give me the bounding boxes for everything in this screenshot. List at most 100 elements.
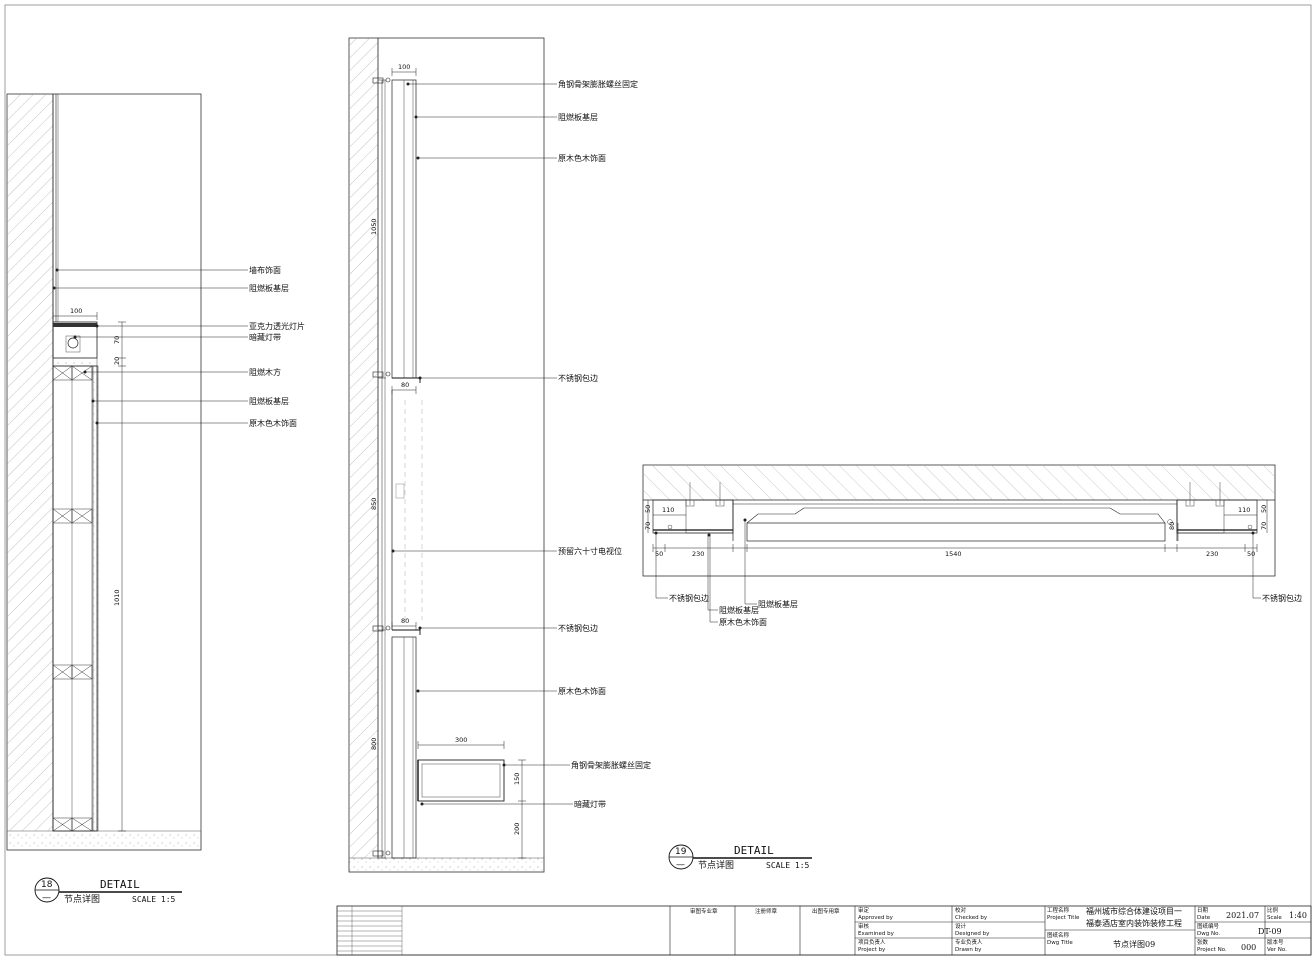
label-acrylic-panel: 亚克力透光灯片 — [249, 321, 305, 331]
dim-300: 300 — [455, 736, 467, 744]
dim-c-80: 80 — [1168, 522, 1176, 530]
dim-80-bottom: 80 — [401, 617, 409, 625]
dim-1050: 1050 — [370, 218, 378, 235]
tb-date-en: Date — [1197, 915, 1211, 921]
tb-project-title-en: Project Title — [1047, 915, 1080, 921]
tb-dwg-title-cn: 图纸名称 — [1047, 931, 1070, 939]
label-19-tv-reserve: 预留六十寸电视位 — [558, 546, 622, 556]
label-19-steel-frame: 角钢骨架膨胀螺丝固定 — [558, 79, 638, 89]
tag-19-name: 节点详图 — [698, 859, 734, 871]
dim-100: 100 — [70, 307, 82, 315]
ceiling-slab-hatch — [643, 465, 1275, 500]
label-fr-board-1: 阻燃板基层 — [249, 283, 289, 293]
dim-c-1540: 1540 — [945, 550, 962, 558]
tb-review-seal: 审图专业章 — [690, 907, 718, 915]
tb-registered-seal: 注册师章 — [755, 907, 778, 915]
label-c-ss-edge-left: 不锈钢包边 — [669, 593, 709, 603]
title-block: 审图专业章 注册师章 出图专用章 审定 Approved by 校对 Check… — [336, 905, 1312, 956]
tb-drawn-cn: 专业负责人 — [955, 938, 983, 946]
tb-scale-cn: 比例 — [1267, 906, 1279, 914]
dim-c-r70v: 70 — [1260, 522, 1268, 530]
dim-80-top: 80 — [401, 381, 409, 389]
dim-c-l50: 50 — [644, 505, 652, 513]
tb-approved-en: Approved by — [858, 915, 894, 921]
tb-ver-cn: 版本号 — [1267, 938, 1284, 946]
label-hidden-led: 暗藏灯带 — [249, 332, 281, 342]
light-box — [52, 321, 98, 359]
detail-19: 100 1050 80 850 80 800 300 150 200 角钢骨架膨… — [348, 37, 812, 873]
tb-sheetno-value: 000 — [1241, 943, 1256, 952]
anchor-bolts — [372, 77, 391, 857]
dim-1010: 1010 — [113, 589, 121, 606]
tag-18-scale: SCALE 1:5 — [132, 895, 176, 904]
tb-checked-cn: 校对 — [955, 906, 967, 914]
tb-sheetno-en: Project No. — [1197, 947, 1227, 953]
dim-150: 150 — [513, 773, 521, 785]
tb-sheetno-cn: 张数 — [1197, 938, 1209, 946]
tb-project-title-cn: 工程名称 — [1047, 906, 1070, 914]
tb-date-value: 2021.07 — [1226, 911, 1259, 920]
tb-approved-cn: 审定 — [858, 906, 870, 914]
label-wallcovering: 墙布饰面 — [249, 265, 281, 275]
label-19-veneer-bottom: 原木色木饰面 — [558, 686, 606, 696]
detail-18: 100 70 20 1010 墙布饰面 阻燃板基层 亚克力透光灯片 暗藏灯带 阻… — [6, 93, 305, 905]
ceiling-panel — [746, 522, 1166, 542]
label-19-fr-board: 阻燃板基层 — [558, 112, 598, 122]
detail-18-tag: 18 — DETAIL 节点详图 SCALE 1:5 — [34, 877, 182, 905]
label-19-veneer-top: 原木色木饰面 — [558, 153, 606, 163]
tag-19-title: DETAIL — [734, 844, 774, 857]
label-fr-board-2: 阻燃板基层 — [249, 396, 289, 406]
dim-19-100: 100 — [398, 63, 410, 71]
tb-dwgno-cn: 图纸编号 — [1197, 922, 1220, 930]
dim-c-l70: 70 — [644, 522, 652, 530]
tb-dwgno-value: DT-09 — [1258, 927, 1282, 936]
dim-c-r110: 110 — [1238, 506, 1250, 514]
tb-examined-cn: 审核 — [858, 922, 870, 930]
tag-18-sub: — — [42, 893, 51, 903]
label-wood-veneer: 原木色木饰面 — [249, 418, 297, 428]
dim-c-l230: 230 — [692, 550, 704, 558]
label-19-steel-frame-2: 角钢骨架膨胀螺丝固定 — [571, 760, 651, 770]
label-fr-timber: 阻燃木方 — [249, 367, 281, 377]
label-19-ss-edge-top: 不锈钢包边 — [558, 373, 598, 383]
label-c-veneer: 原木色木饰面 — [719, 617, 767, 627]
label-c-fr-board-2: 阻燃板基层 — [758, 599, 798, 609]
tag-18-number: 18 — [41, 880, 53, 890]
dim-850: 850 — [370, 498, 378, 510]
label-c-fr-board-1: 阻燃板基层 — [719, 605, 759, 615]
detail-19-tag: 19 — DETAIL 节点详图 SCALE 1:5 — [668, 844, 812, 871]
dim-c-r50: 50 — [1247, 550, 1255, 558]
tb-projectby-cn: 项目负责人 — [858, 938, 886, 946]
tb-drawn-en: Drawn by — [955, 947, 982, 953]
floor-slab — [6, 830, 202, 851]
dim-c-r50v: 50 — [1260, 505, 1268, 513]
tag-19-number: 19 — [675, 847, 687, 857]
label-19-hidden-led: 暗藏灯带 — [574, 799, 606, 809]
label-c-ss-edge-right: 不锈钢包边 — [1262, 593, 1302, 603]
tag-18-title: DETAIL — [100, 878, 140, 891]
dim-70: 70 — [113, 336, 121, 344]
dim-800: 800 — [370, 738, 378, 750]
tb-date-cn: 日期 — [1197, 907, 1209, 914]
tb-dwgno-en: Dwg No. — [1197, 931, 1220, 937]
tb-designed-en: Designed by — [955, 931, 990, 937]
tb-checked-en: Checked by — [955, 915, 988, 921]
dim-c-l50b: 50 — [655, 550, 663, 558]
tb-designed-cn: 设计 — [955, 922, 967, 930]
label-19-ss-edge-bottom: 不锈钢包边 — [558, 623, 598, 633]
dim-c-l110: 110 — [662, 506, 674, 514]
dim-20: 20 — [113, 357, 121, 365]
wall-hatch-19 — [349, 38, 378, 858]
tb-scale-en: Scale — [1267, 915, 1282, 921]
dim-200: 200 — [513, 823, 521, 835]
tag-18-name: 节点详图 — [64, 893, 100, 905]
ceiling-section: 110 50 70 50 230 1540 80 230 50 110 50 7… — [642, 464, 1302, 627]
tb-projectby-en: Project by — [858, 947, 886, 953]
tb-dwg-title-value: 节点详图09 — [1113, 939, 1155, 949]
tb-drawing-seal: 出图专用章 — [812, 907, 840, 915]
tb-ver-en: Ver No. — [1267, 947, 1287, 953]
tag-19-sub: — — [676, 860, 685, 870]
dim-c-r230: 230 — [1206, 550, 1218, 558]
tb-project-name-2: 福泰酒店室内装饰装修工程 — [1086, 918, 1182, 928]
tb-dwg-title-en: Dwg Title — [1047, 940, 1073, 946]
